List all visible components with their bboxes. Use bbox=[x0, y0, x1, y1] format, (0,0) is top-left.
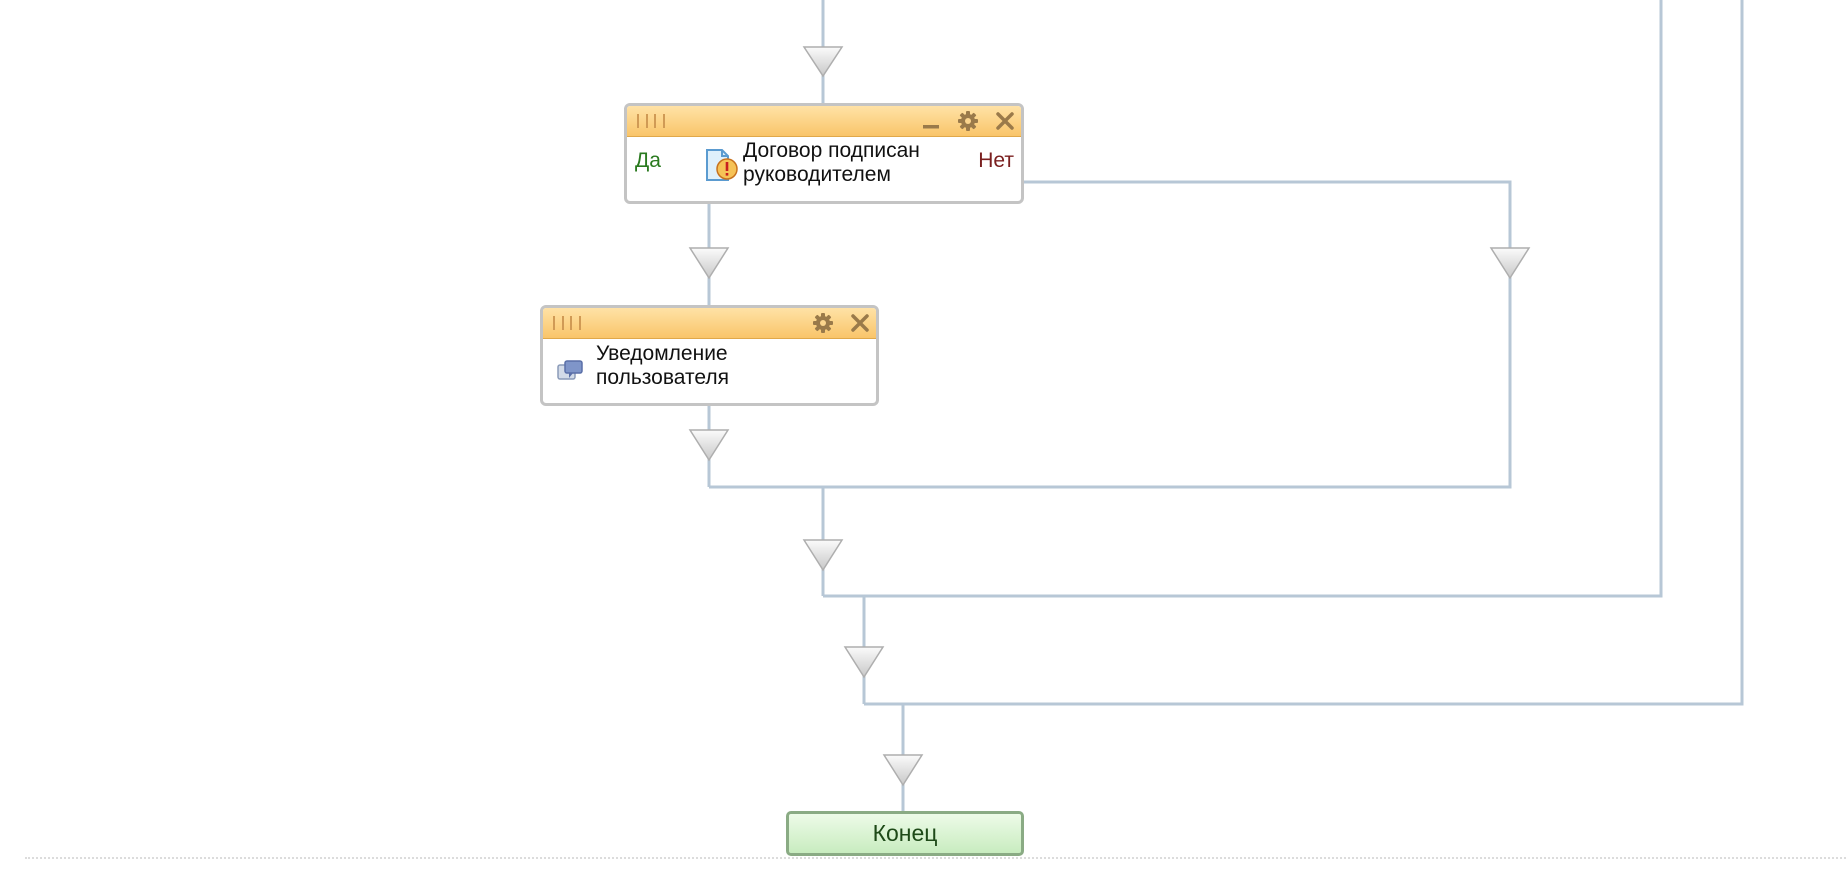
block-header[interactable] bbox=[543, 308, 876, 339]
flow-arrow-icon bbox=[1489, 247, 1531, 280]
connector-line bbox=[823, 0, 1663, 598]
flow-arrow-icon bbox=[802, 539, 844, 572]
grip-icon[interactable] bbox=[553, 316, 581, 330]
user-message-icon bbox=[556, 359, 584, 385]
minimize-icon[interactable] bbox=[919, 110, 943, 132]
flow-arrow-icon bbox=[882, 754, 924, 787]
yes-label: Да bbox=[635, 149, 661, 172]
gear-icon[interactable] bbox=[956, 110, 980, 132]
flow-arrow-icon bbox=[802, 46, 844, 78]
flow-arrow-icon bbox=[688, 429, 730, 462]
block-header[interactable] bbox=[627, 106, 1021, 137]
grip-icon[interactable] bbox=[637, 114, 665, 128]
flow-arrow-icon bbox=[688, 247, 730, 280]
connector-line bbox=[864, 0, 1744, 706]
no-label: Нет bbox=[978, 149, 1014, 172]
document-warning-icon bbox=[705, 147, 739, 183]
action-block[interactable]: Уведомление пользователя bbox=[540, 305, 879, 406]
connector-line bbox=[709, 180, 1512, 489]
close-icon[interactable] bbox=[993, 110, 1017, 132]
action-title: Уведомление пользователя bbox=[596, 342, 729, 389]
flow-arrow-icon bbox=[843, 646, 885, 679]
end-block[interactable]: Конец bbox=[786, 811, 1024, 856]
condition-title: Договор подписан руководителем bbox=[743, 139, 920, 186]
canvas-boundary bbox=[25, 857, 1846, 859]
close-icon[interactable] bbox=[848, 312, 872, 334]
condition-block[interactable]: Да Договор подписан руководителем Нет bbox=[624, 103, 1024, 204]
gear-icon[interactable] bbox=[811, 312, 835, 334]
